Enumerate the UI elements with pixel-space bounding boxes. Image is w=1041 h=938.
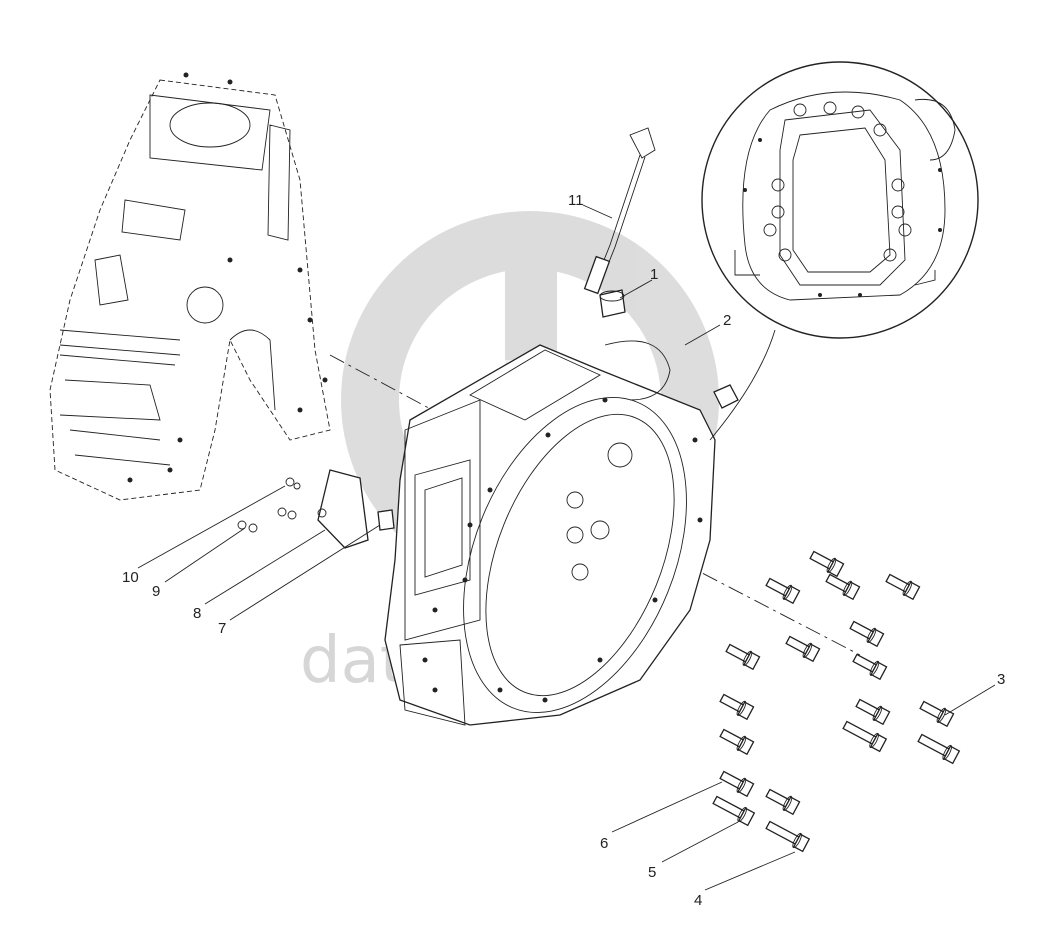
plug [599, 289, 626, 318]
callout-1: 1 [650, 266, 658, 283]
transmission-housing [49, 72, 331, 501]
bolt [712, 795, 756, 827]
bolt [855, 698, 891, 726]
callout-6: 6 [600, 835, 608, 852]
callout-leaders [137, 204, 996, 891]
bolt-cluster [712, 550, 961, 853]
screws-9-10 [237, 477, 301, 533]
speed-sensor [583, 127, 656, 295]
bolt [917, 733, 961, 765]
callout-7: 7 [218, 620, 226, 637]
callout-labels: 11 1 2 3 4 5 6 7 8 9 10 [122, 192, 1005, 909]
bolt [842, 720, 888, 753]
callout-9: 9 [152, 583, 160, 600]
bolt [725, 643, 761, 671]
callout-10: 10 [122, 569, 139, 586]
bolt [719, 693, 755, 721]
bolt [785, 635, 821, 663]
bolt [809, 550, 845, 578]
callout-5: 5 [648, 864, 656, 881]
callout-4: 4 [694, 892, 702, 909]
bolt [765, 577, 801, 605]
bolt [825, 573, 861, 601]
screw-7 [377, 509, 395, 531]
bolt [719, 728, 755, 756]
callout-11: 11 [568, 192, 584, 209]
plug-small [713, 384, 739, 409]
bolt [919, 700, 955, 728]
callout-8: 8 [193, 605, 201, 622]
callout-3: 3 [997, 671, 1005, 688]
callout-2: 2 [723, 312, 731, 329]
cover-plate [317, 469, 369, 549]
bolt [765, 820, 811, 853]
bolt [719, 770, 755, 798]
bolt [849, 620, 885, 648]
detail-view-inset [701, 61, 979, 441]
bolt [852, 653, 888, 681]
bolt [885, 573, 921, 601]
assembly-axis-lower [599, 519, 861, 656]
flywheel-housing [384, 340, 716, 726]
bolt [765, 788, 801, 816]
